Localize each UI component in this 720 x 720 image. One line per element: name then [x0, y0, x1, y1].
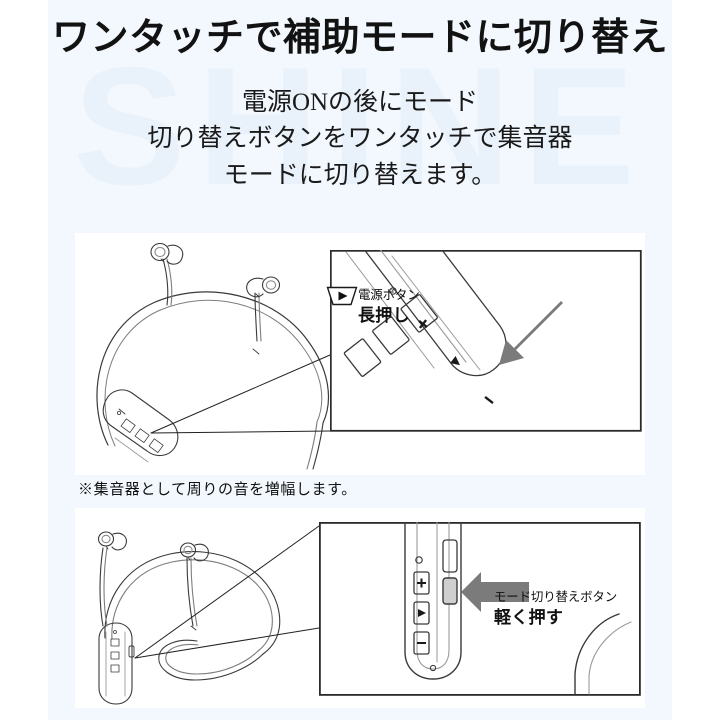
shine-watermark: SHINE [73, 32, 647, 220]
callout-power-button: 電源ボタン 長押し [358, 288, 420, 326]
callout-mode-title: モード切り替えボタン [494, 590, 618, 604]
figure-mode-button [97, 525, 320, 705]
callout-power-action: 長押し [358, 305, 410, 325]
detail-box-mode-button [319, 522, 641, 696]
subcopy: 電源ONの後にモード 切り替えボタンをワンタッチで集音器 モードに切り替えます。 [0, 85, 720, 194]
callout-mode-action: 軽く押す [494, 607, 564, 627]
subcopy-line-2: 切り替えボタンをワンタッチで集音器 [147, 125, 573, 153]
play-triangle-icon [338, 291, 348, 301]
play-badge [326, 286, 358, 306]
callout-power-title: 電源ボタン [358, 288, 420, 302]
subcopy-line-1: 電源ONの後にモード [241, 89, 479, 116]
detail-box-power-button [330, 250, 642, 432]
page-title: ワンタッチで補助モードに切り替え [51, 17, 668, 59]
mode-button-highlight [442, 577, 458, 605]
pointer-arrow-left [461, 572, 529, 612]
callout-mode-button: モード切り替えボタン 軽く押す [494, 590, 617, 628]
figure-power-button [96, 242, 331, 470]
subcopy-line-3: モードに切り替えます。 [223, 161, 497, 189]
header: ワンタッチで補助モードに切り替え 電源ONの後にモード 切り替えボタンをワンタッ… [0, 0, 720, 228]
pointer-arrow-diagonal [499, 301, 563, 365]
panel-mode-button: モード切り替えボタン 軽く押す [75, 508, 645, 708]
panel-power-button: 電源ボタン 長押し [75, 233, 645, 475]
footnote: ※集音器として周りの音を増幅します。 [78, 482, 357, 498]
